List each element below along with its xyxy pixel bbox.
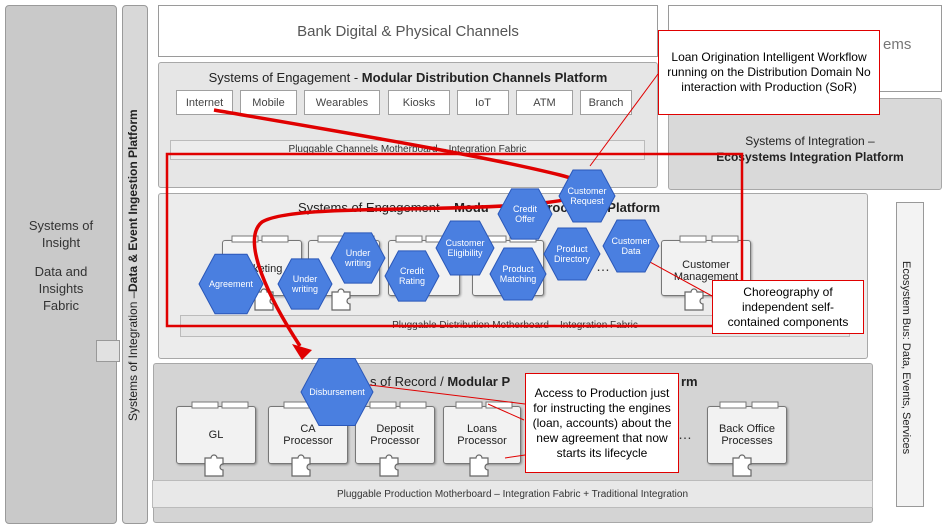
- component-hidden-2: [388, 240, 460, 296]
- ca-processor-label: CA Processor: [283, 423, 333, 447]
- component-hidden-1: [308, 240, 380, 296]
- component-gl: GL: [176, 406, 256, 464]
- ecosystem-bus-label: Ecosystem Bus: Data, Events, Services: [900, 215, 912, 500]
- channel-label: Kiosks: [402, 96, 436, 109]
- channel-wearables: Wearables: [304, 90, 380, 115]
- component-back-office: Back Office Processes: [707, 406, 787, 464]
- channel-internet: Internet: [176, 90, 233, 115]
- channels-prefix: Systems of Engagement -: [208, 70, 362, 85]
- ingestion-prefix: Systems of Integration –: [126, 291, 140, 422]
- channel-label: ATM: [533, 96, 556, 109]
- channel-label: Internet: [185, 96, 224, 109]
- ecosystems-line1: Systems of Integration –: [745, 134, 875, 148]
- top-right-partial-text: ems: [883, 36, 912, 53]
- processes-bold-left: – Modu: [443, 200, 489, 215]
- channel-iot: IoT: [457, 90, 509, 115]
- channels-motherboard: Pluggable Channels Motherboard – Integra…: [170, 140, 645, 160]
- component-loans-processor: Loans Processor: [443, 406, 521, 464]
- processes-prefix: Systems of Engagement: [298, 200, 444, 215]
- channel-label: IoT: [475, 96, 491, 109]
- processes-bold-right: rocesses Platform: [547, 200, 661, 215]
- channel-label: Mobile: [252, 96, 285, 109]
- component-deposit-processor: Deposit Processor: [355, 406, 435, 464]
- channel-mobile: Mobile: [240, 90, 297, 115]
- record-platform-title: s of Record / Modular P: [370, 374, 510, 389]
- channel-branch: Branch: [580, 90, 632, 115]
- ingestion-platform-label: Systems of Integration – Data & Event In…: [126, 85, 140, 445]
- channel-atm: ATM: [516, 90, 573, 115]
- processes-dots: …: [596, 258, 610, 274]
- component-ca-processor: CA Processor: [268, 406, 348, 464]
- gl-label: GL: [208, 429, 224, 441]
- callout-loan-origination-text: Loan Origination Intelligent Workflow ru…: [667, 50, 871, 94]
- back-office-label: Back Office Processes: [718, 423, 776, 447]
- connector-tab: [96, 340, 120, 362]
- production-motherboard-label: Pluggable Production Motherboard – Integ…: [336, 489, 689, 500]
- processes-dots-label: …: [596, 258, 610, 274]
- record-dots: …: [678, 426, 692, 442]
- record-bold: Modular P: [447, 374, 511, 389]
- processes-bold-mid: ribu: [508, 200, 534, 215]
- systems-of-insight-title: Systems of Insight: [28, 217, 94, 250]
- callout-access-production: Access to Production just for instructin…: [525, 373, 679, 473]
- systems-of-insight-panel: [5, 5, 117, 524]
- record-platform-title-tail: rm: [681, 374, 698, 389]
- distribution-motherboard-label: Pluggable Distribution Motherboard – Int…: [392, 320, 638, 331]
- deposit-processor-label: Deposit Processor: [370, 423, 420, 447]
- channel-kiosks: Kiosks: [388, 90, 450, 115]
- ingestion-platform-panel: [122, 5, 148, 524]
- callout-access-production-text: Access to Production just for instructin…: [532, 385, 672, 460]
- bank-channels-banner: Bank Digital & Physical Channels: [158, 5, 658, 57]
- component-hidden-3: [472, 240, 544, 296]
- channel-label: Wearables: [315, 96, 369, 109]
- channels-motherboard-label: Pluggable Channels Motherboard – Integra…: [288, 144, 527, 155]
- ecosystem-bus: [896, 202, 924, 507]
- record-dots-label: …: [678, 426, 692, 442]
- callout-choreography: Choreography of independent self-contain…: [712, 280, 864, 334]
- record-bold-tail: rm: [681, 374, 698, 389]
- systems-of-insight-subtitle: Data and Insights Fabric: [34, 263, 88, 313]
- callout-choreography-text: Choreography of independent self-contain…: [727, 284, 849, 329]
- ecosystem-bus-text: Ecosystem Bus: Data, Events, Services: [900, 260, 912, 455]
- record-prefix: s of Record /: [370, 374, 448, 389]
- ecosystems-platform-label: Systems of Integration – Ecosystems Inte…: [680, 133, 940, 165]
- callout-loan-origination: Loan Origination Intelligent Workflow ru…: [658, 30, 880, 115]
- ingestion-bold: Data & Event Ingestion Platform: [126, 108, 140, 292]
- channels-bold: Modular Distribution Channels Platform: [361, 70, 608, 85]
- component-marketing: keting: [222, 240, 302, 296]
- production-motherboard: Pluggable Production Motherboard – Integ…: [152, 480, 873, 508]
- channels-platform-title: Systems of Engagement - Modular Distribu…: [158, 70, 658, 85]
- processes-platform-title: Systems of Engagement – Modu ribu rocesses…: [298, 200, 660, 215]
- component-marketing-label: keting: [253, 263, 283, 275]
- bank-channels-title: Bank Digital & Physical Channels: [297, 22, 519, 40]
- loans-processor-label: Loans Processor: [457, 423, 507, 447]
- channel-label: Branch: [588, 96, 624, 109]
- ecosystems-line2: Ecosystems Integration Platform: [716, 150, 904, 164]
- systems-of-insight-label: Systems of Insight Data and Insights Fab…: [8, 210, 114, 320]
